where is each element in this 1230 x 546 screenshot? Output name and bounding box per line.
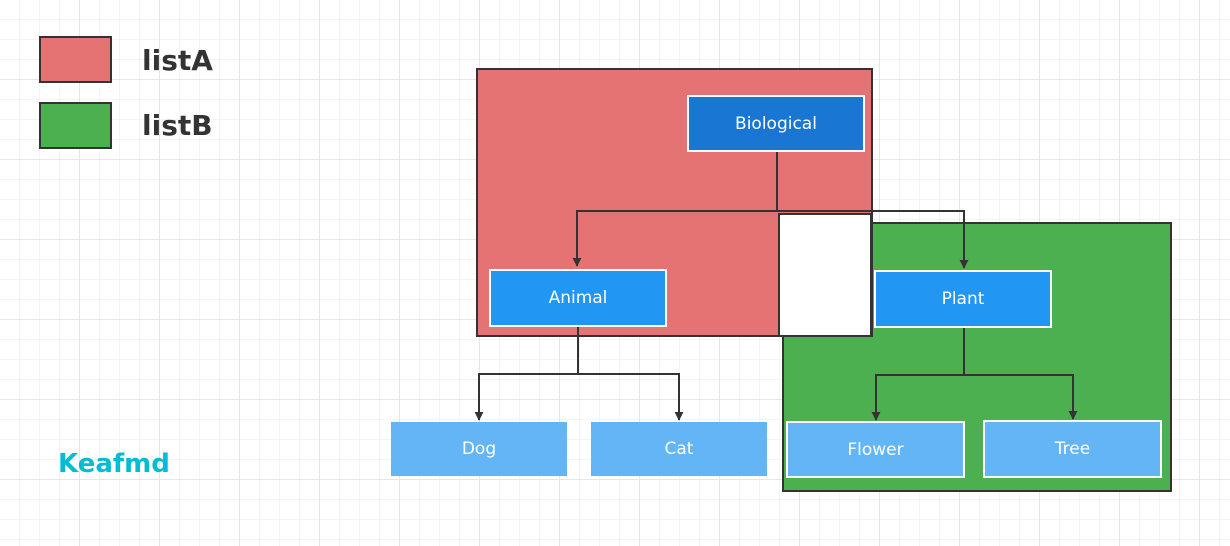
legend-swatch-lista (39, 36, 112, 83)
legend-swatch-listb (39, 102, 112, 149)
node-plant[interactable]: Plant (874, 270, 1052, 328)
legend-label-lista: listA (142, 44, 213, 77)
edge-animal-dog (474, 327, 579, 421)
node-animal[interactable]: Animal (489, 269, 667, 327)
edge-plant-tree (964, 374, 1078, 420)
edge-biological-plant (777, 210, 969, 269)
node-tree[interactable]: Tree (983, 420, 1162, 478)
node-dog[interactable]: Dog (391, 422, 567, 476)
brand-text: Keafmd (58, 449, 170, 479)
overlap-region (778, 213, 872, 337)
node-biological[interactable]: Biological (687, 95, 865, 152)
node-flower[interactable]: Flower (786, 421, 965, 478)
node-cat[interactable]: Cat (591, 422, 767, 476)
legend-label-listb: listB (142, 109, 213, 142)
edge-plant-flower (871, 328, 965, 421)
edge-animal-cat (578, 373, 684, 421)
edge-biological-animal (572, 152, 778, 267)
